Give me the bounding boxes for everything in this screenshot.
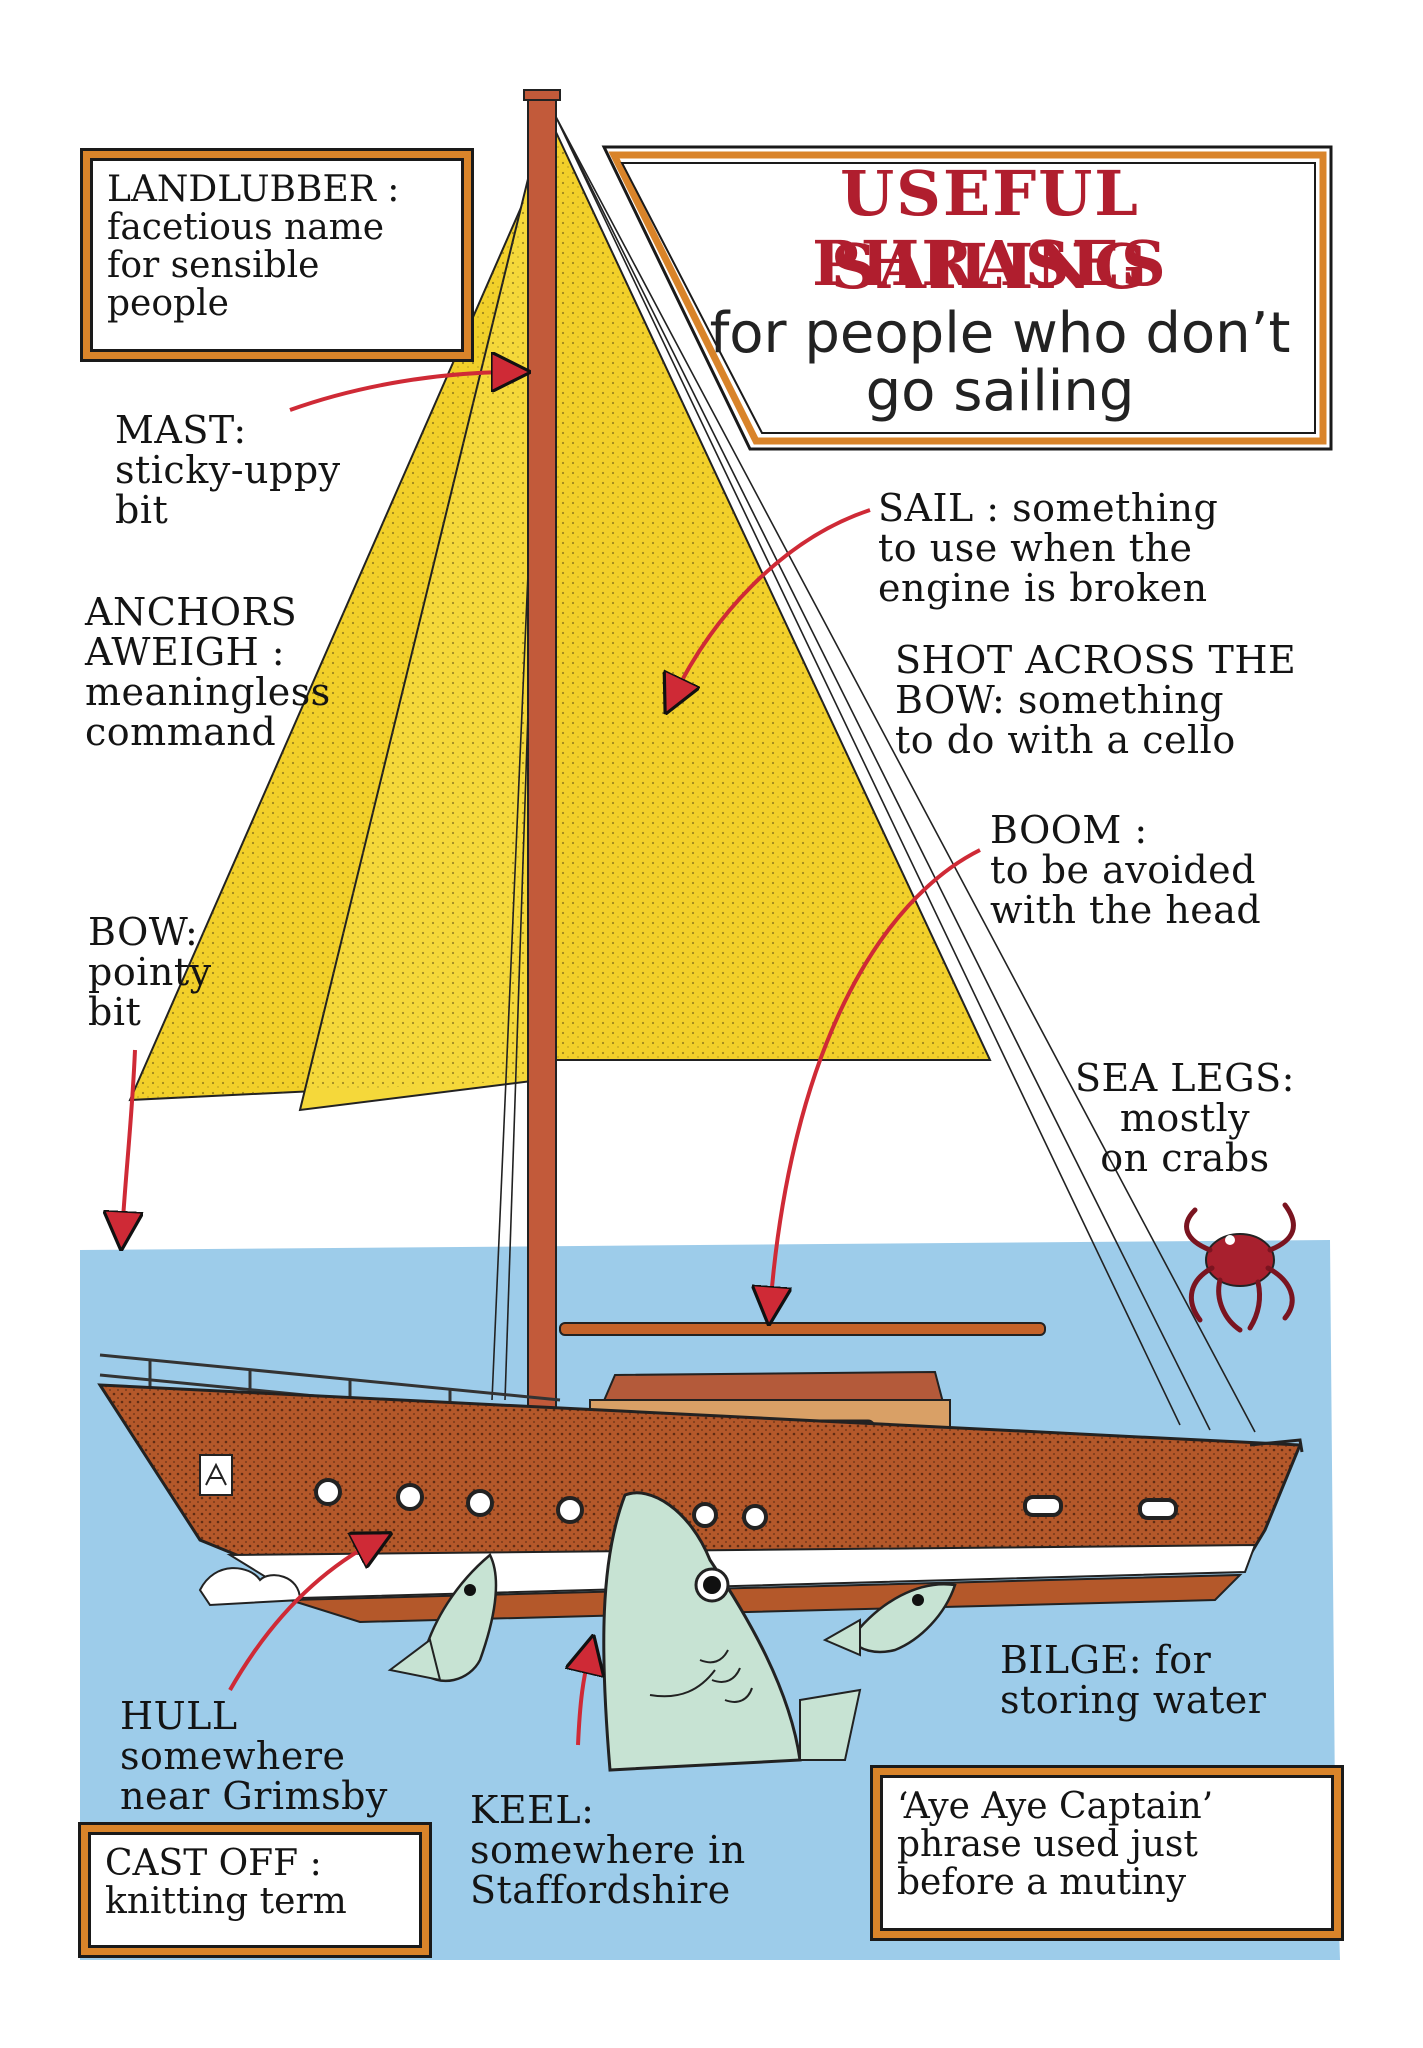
arrow-hull xyxy=(228,1540,378,1691)
bow-wave xyxy=(198,1567,302,1607)
boom-label: BOOM : to be avoided with the head xyxy=(990,808,1262,932)
crab xyxy=(1184,1202,1296,1333)
arrow-sail xyxy=(672,508,871,700)
landlubber-box: LANDLUBBER : facetious name for sensible… xyxy=(83,151,471,359)
aye-aye-box: ‘Aye Aye Captain’ phrase used just befor… xyxy=(873,1768,1341,1938)
title-line-1: USEFUL SAILING xyxy=(830,157,1150,303)
anchors-aweigh-label: ANCHORS AWEIGH : meaningless command xyxy=(85,590,331,754)
title-subtitle: for people who don’t go sailing xyxy=(709,301,1291,424)
arrow-boom xyxy=(770,848,981,1310)
title-line-2: PHRASES xyxy=(812,227,1168,300)
mast-label: MAST: sticky-uppy bit xyxy=(115,408,341,532)
title-panel: USEFUL SAILING PHRASES for people who do… xyxy=(600,143,1335,453)
sea-legs-label: SEA LEGS: mostly on crabs xyxy=(1075,1056,1295,1180)
rigging xyxy=(491,114,1256,1433)
small-fish-right xyxy=(822,1583,957,1657)
sails xyxy=(128,129,992,1112)
cast-off-box: CAST OFF : knitting term xyxy=(81,1825,429,1955)
bilge-label: BILGE: for storing water xyxy=(1000,1638,1267,1722)
bow-label: BOW: pointy bit xyxy=(88,910,212,1034)
arrow-keel xyxy=(578,1650,590,1746)
shot-across-the-bow-label: SHOT ACROSS THE BOW: something to do wit… xyxy=(895,638,1297,762)
mast xyxy=(523,89,561,1426)
arrow-mast xyxy=(289,372,515,412)
pointer-arrows xyxy=(122,372,981,1746)
boom xyxy=(559,1322,1046,1336)
shark xyxy=(602,1491,862,1772)
small-fish-left xyxy=(387,1553,498,1683)
sail-label: SAIL : something to use when the engine … xyxy=(878,486,1219,610)
keel-label: KEEL: somewhere in Staffordshire xyxy=(470,1788,746,1912)
hull-label: HULL somewhere near Grimsby xyxy=(120,1694,388,1818)
arrow-bow xyxy=(122,1049,135,1235)
